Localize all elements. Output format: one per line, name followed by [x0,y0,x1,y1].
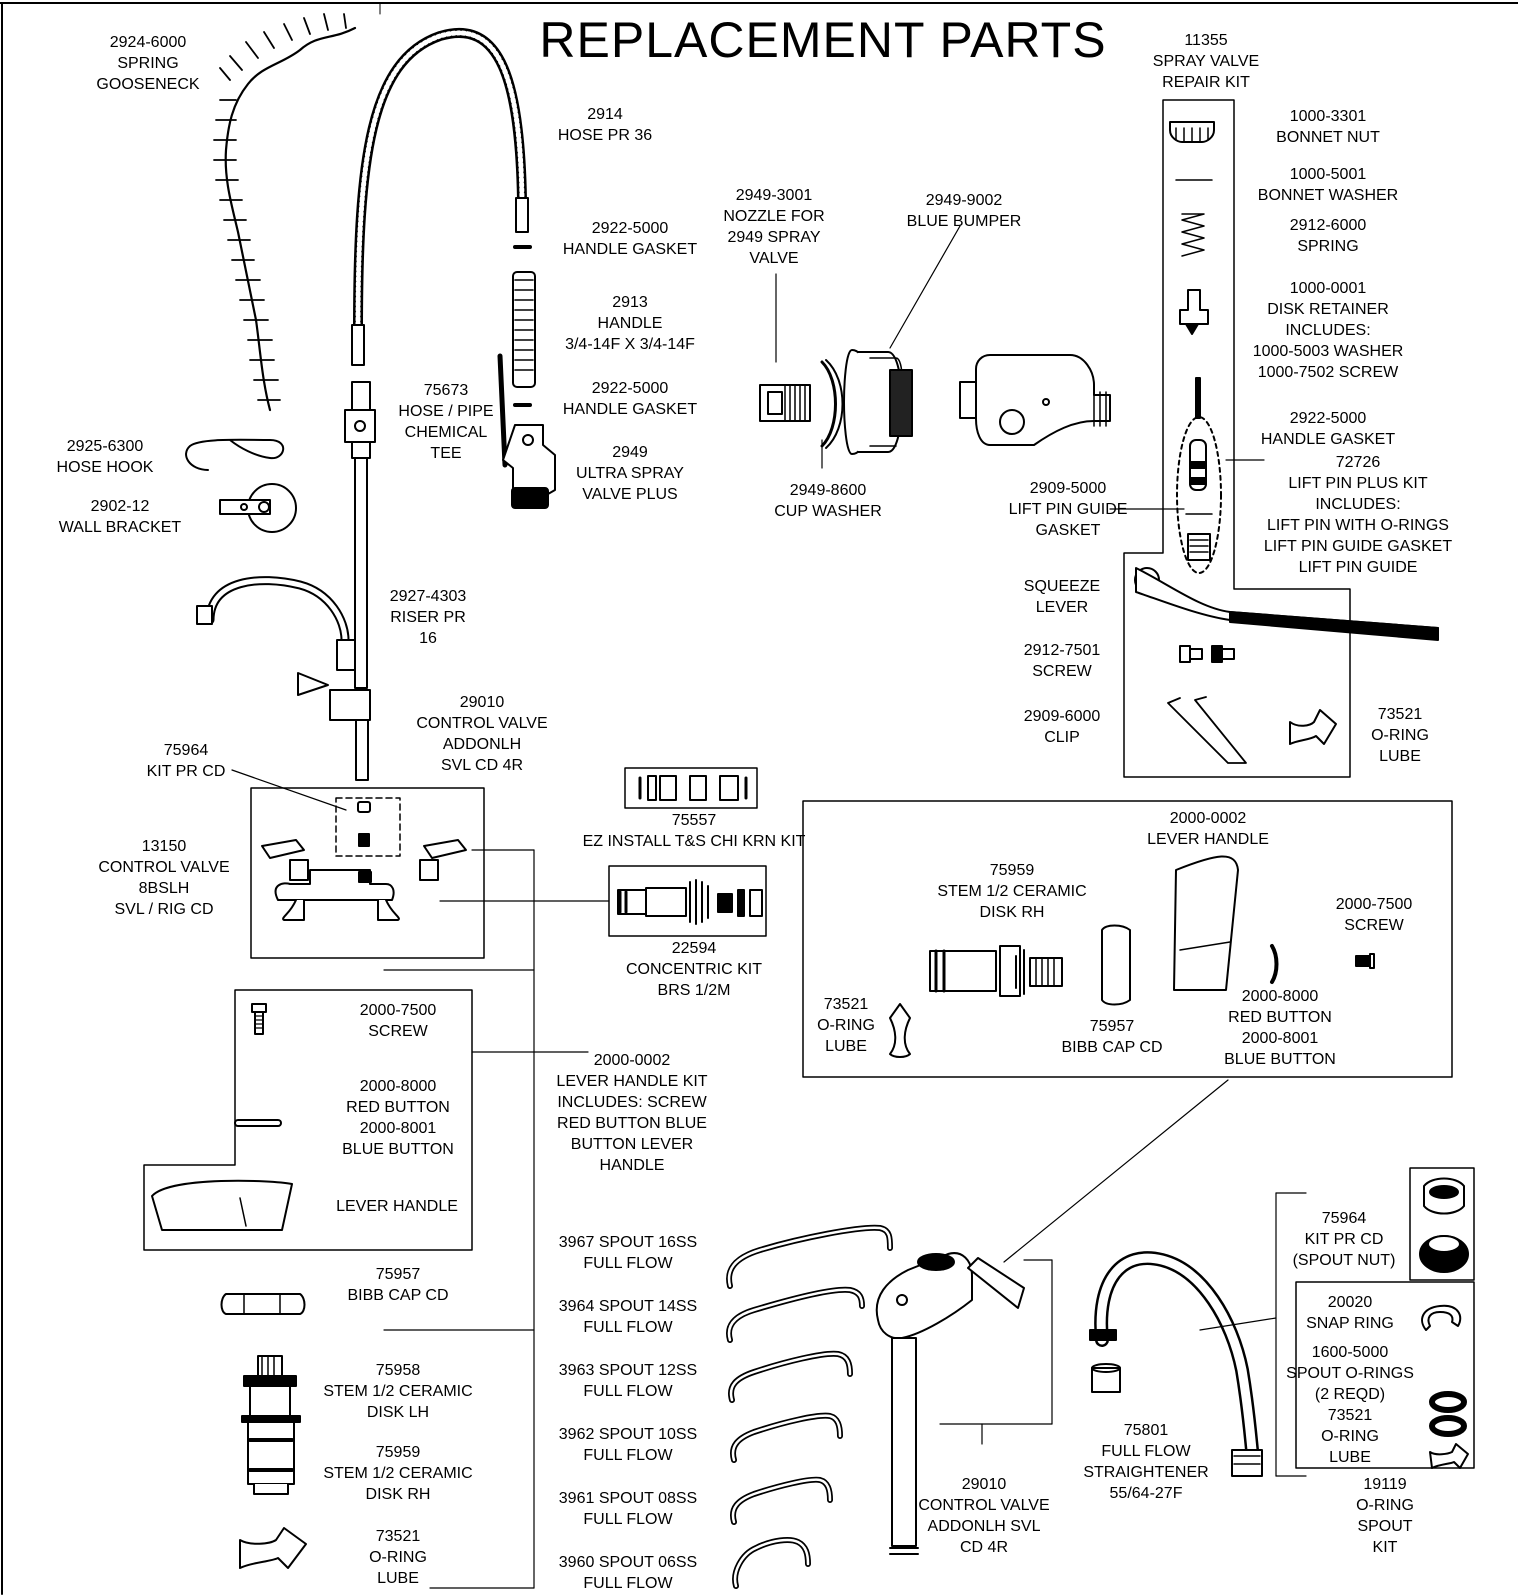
spray-kit-parts [1169,121,1222,574]
hose-drawing [351,27,529,366]
spray-kit-border [1123,99,1351,778]
blue-bumper-drawing [843,349,913,455]
oring-spout-box [1295,1281,1475,1469]
lever-kit-left-parts [151,849,589,1589]
nozzle-drawing [759,384,811,422]
oring-lube-left-drawing [239,1527,307,1569]
bibb-cap-left-drawing [220,1293,306,1315]
leader-lines-top [231,225,1265,811]
full-flow-spout-drawing [1089,1192,1307,1477]
control-valve-box [250,787,485,959]
stem-left-drawing [241,1355,301,1495]
spring-gooseneck-drawing [213,13,357,412]
spout-nut-drawing [1409,1167,1475,1281]
lever-kit-left-box [143,989,473,1251]
lever-kit-right-box [802,800,1453,1078]
clip-drawing [1167,696,1247,764]
handle-drawing [512,245,536,407]
ez-install-drawing [624,767,758,809]
spray-valve-body-drawing [959,354,1111,446]
spouts-drawing-inner [727,1226,892,1588]
riser-assembly-drawing [196,381,376,781]
spouts-drawing [726,1224,893,1589]
cup-washer-drawing [820,359,844,449]
lever-screws-drawing [1179,645,1235,663]
hose-hook-drawing [185,438,285,471]
control-valve-bottom-drawing [875,1079,1229,1555]
oring-lube-kit-drawing [1289,709,1337,745]
concentric-kit-drawing [439,865,767,937]
squeeze-lever-drawing [1134,567,1439,641]
label-lever-handle-left: LEVER HANDLE [336,1198,458,1215]
page-title: REPLACEMENT PARTS [539,12,1107,68]
wall-bracket-drawing [219,483,297,533]
spray-valve-drawing [497,353,556,509]
